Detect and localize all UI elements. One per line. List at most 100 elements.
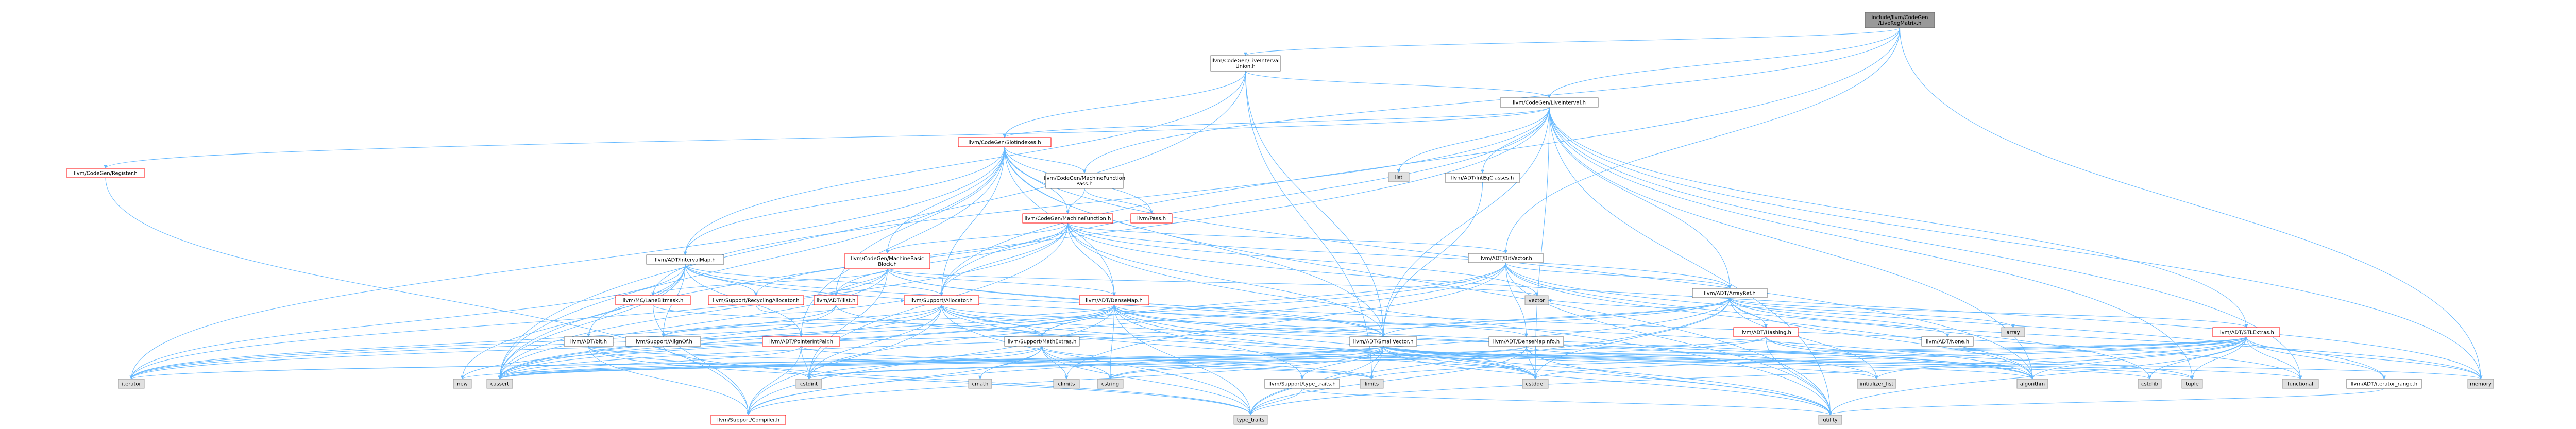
edge-dmi-to-cstdint xyxy=(807,346,1527,380)
edge-li-to-si xyxy=(1003,107,1550,138)
edge-mextras-to-compiler xyxy=(747,346,1042,416)
edge-stlx-to-functional xyxy=(2246,336,2302,380)
edge-hashing-to-utility xyxy=(1766,336,1832,416)
node-align-box xyxy=(625,336,701,347)
node-root[interactable]: include/llvm/CodeGen/LiveRegMatrix.h xyxy=(1865,12,1935,28)
node-pip-label-0: llvm/ADT/PointerIntPair.h xyxy=(769,339,833,345)
node-dmap[interactable]: llvm/ADT/DenseMap.h xyxy=(1079,295,1149,305)
node-new-box xyxy=(453,379,472,389)
node-svec-label-0: llvm/ADT/SmallVector.h xyxy=(1353,339,1414,345)
node-dmap-box xyxy=(1079,295,1149,305)
node-itrange-label-0: llvm/ADT/iterator_range.h xyxy=(2351,382,2417,387)
node-pass[interactable]: llvm/Pass.h xyxy=(1130,213,1173,224)
node-ilist[interactable]: llvm/ADT/ilist.h xyxy=(814,295,858,305)
node-climits: climits xyxy=(1053,379,1080,389)
edge-pip-to-limits xyxy=(801,346,1374,380)
node-itrange[interactable]: llvm/ADT/iterator_range.h xyxy=(2346,379,2422,389)
edge-ilist-to-cstddef xyxy=(836,304,1537,380)
edge-svec-to-algorithm xyxy=(1383,346,2035,380)
edge-bit-to-type_traits xyxy=(588,346,1252,416)
node-typetraits[interactable]: llvm/Support/type_traits.h xyxy=(1264,379,1340,389)
edge-li-to-memory xyxy=(1549,107,2483,380)
edge-imap-to-new xyxy=(461,264,686,380)
edge-aref-to-array xyxy=(1730,297,2015,328)
node-li-box xyxy=(1500,97,1599,108)
edge-dmap-to-type_traits xyxy=(1114,304,1252,416)
node-hashing[interactable]: llvm/ADT/Hashing.h xyxy=(1733,327,1799,337)
node-none-box xyxy=(1921,336,1974,347)
node-aref[interactable]: llvm/ADT/ArrayRef.h xyxy=(1692,288,1768,298)
node-li[interactable]: llvm/CodeGen/LiveInterval.h xyxy=(1500,97,1599,108)
node-hashing-box xyxy=(1733,327,1799,337)
edge-lil-to-imap xyxy=(683,71,1246,255)
node-si[interactable]: llvm/CodeGen/SlotIndexes.h xyxy=(958,137,1052,147)
node-bit[interactable]: llvm/ADT/bit.h xyxy=(564,336,614,347)
edge-li-to-utility xyxy=(1549,107,1832,416)
edge-alloc-to-svec xyxy=(941,304,1385,337)
node-stlx-box xyxy=(2212,327,2280,337)
edge-ilist-to-iter xyxy=(129,304,836,380)
node-reg[interactable]: llvm/CodeGen/Register.h xyxy=(66,168,145,178)
node-svec-box xyxy=(1349,336,1417,347)
node-svec[interactable]: llvm/ADT/SmallVector.h xyxy=(1349,336,1417,347)
edge-stlx-to-cstdlib xyxy=(2148,336,2247,380)
node-reg-label-0: llvm/CodeGen/Register.h xyxy=(74,171,138,177)
edge-svec-to-new xyxy=(461,346,1384,380)
node-recyc[interactable]: llvm/Support/RecyclingAllocator.h xyxy=(708,295,804,305)
node-ieqc[interactable]: llvm/ADT/IntEqClasses.h xyxy=(1445,173,1520,183)
node-compiler[interactable]: llvm/Support/Compiler.h xyxy=(710,415,786,425)
node-mfp-label-1: Pass.h xyxy=(1076,181,1093,187)
edge-mbb-to-iter xyxy=(129,268,888,380)
node-stlx[interactable]: llvm/ADT/STLExtras.h xyxy=(2212,327,2280,337)
edge-aref-to-cstddef xyxy=(1533,297,1730,380)
edge-root-to-mfp xyxy=(1082,27,1900,174)
node-cmath: cmath xyxy=(968,379,992,389)
node-tuple-box xyxy=(2181,379,2203,389)
node-initlist: initializer_list xyxy=(1857,379,1896,389)
edge-mf-to-aref xyxy=(1067,222,1732,289)
edge-si-to-cassert xyxy=(498,146,1005,380)
node-lbm[interactable]: llvm/MC/LaneBitmask.h xyxy=(615,295,691,305)
edge-si-to-imap xyxy=(683,146,1005,255)
node-mf[interactable]: llvm/CodeGen/MachineFunction.h xyxy=(1022,213,1113,224)
edge-stlx-to-cstddef xyxy=(1533,336,2247,380)
edge-ieqc-to-svec xyxy=(1381,182,1483,337)
edge-reg-to-compiler xyxy=(105,177,750,416)
edge-alloc-to-align xyxy=(662,304,942,337)
node-climits-box xyxy=(1053,379,1080,389)
node-align[interactable]: llvm/Support/AlignOf.h xyxy=(625,336,701,347)
edge-dmap-to-dmi xyxy=(1114,304,1528,337)
node-dmap-label-0: llvm/ADT/DenseMap.h xyxy=(1086,298,1143,304)
node-initlist-label-0: initializer_list xyxy=(1860,382,1894,387)
edge-mbb-to-dmap xyxy=(887,268,1116,296)
edge-si-to-mf xyxy=(1004,146,1070,214)
node-bitv[interactable]: llvm/ADT/BitVector.h xyxy=(1468,253,1544,263)
node-pip[interactable]: llvm/ADT/PointerIntPair.h xyxy=(762,336,840,347)
edge-svec-to-functional xyxy=(1383,346,2302,380)
node-imap[interactable]: llvm/ADT/IntervalMap.h xyxy=(646,254,724,265)
node-cstdint-box xyxy=(795,379,822,389)
node-si-label-0: llvm/CodeGen/SlotIndexes.h xyxy=(968,140,1041,146)
edge-mf-to-alloc xyxy=(940,222,1068,296)
edge-mextras-to-type_traits xyxy=(1042,346,1252,416)
node-mextras[interactable]: llvm/Support/MathExtras.h xyxy=(1004,336,1080,347)
node-bitv-label-0: llvm/ADT/BitVector.h xyxy=(1479,256,1532,262)
node-type_traits-label-0: type_traits xyxy=(1237,418,1264,423)
edge-bitv-to-algorithm xyxy=(1505,262,2035,380)
node-none[interactable]: llvm/ADT/None.h xyxy=(1921,336,1974,347)
node-alloc[interactable]: llvm/Support/Allocator.h xyxy=(904,295,979,305)
edge-typetraits-to-type_traits xyxy=(1249,388,1302,416)
node-functional: functional xyxy=(2282,379,2319,389)
edge-aref-to-none xyxy=(1730,297,1950,337)
edge-li-to-aref xyxy=(1549,107,1732,289)
edge-bit-to-limits xyxy=(588,346,1374,380)
edge-mbb-to-cassert xyxy=(498,268,888,380)
edge-si-to-alloc xyxy=(940,146,1005,296)
node-vector-label-0: vector xyxy=(1529,298,1546,304)
edge-svec-to-initlist xyxy=(1383,346,1878,380)
node-dmi[interactable]: llvm/ADT/DenseMapInfo.h xyxy=(1488,336,1564,347)
